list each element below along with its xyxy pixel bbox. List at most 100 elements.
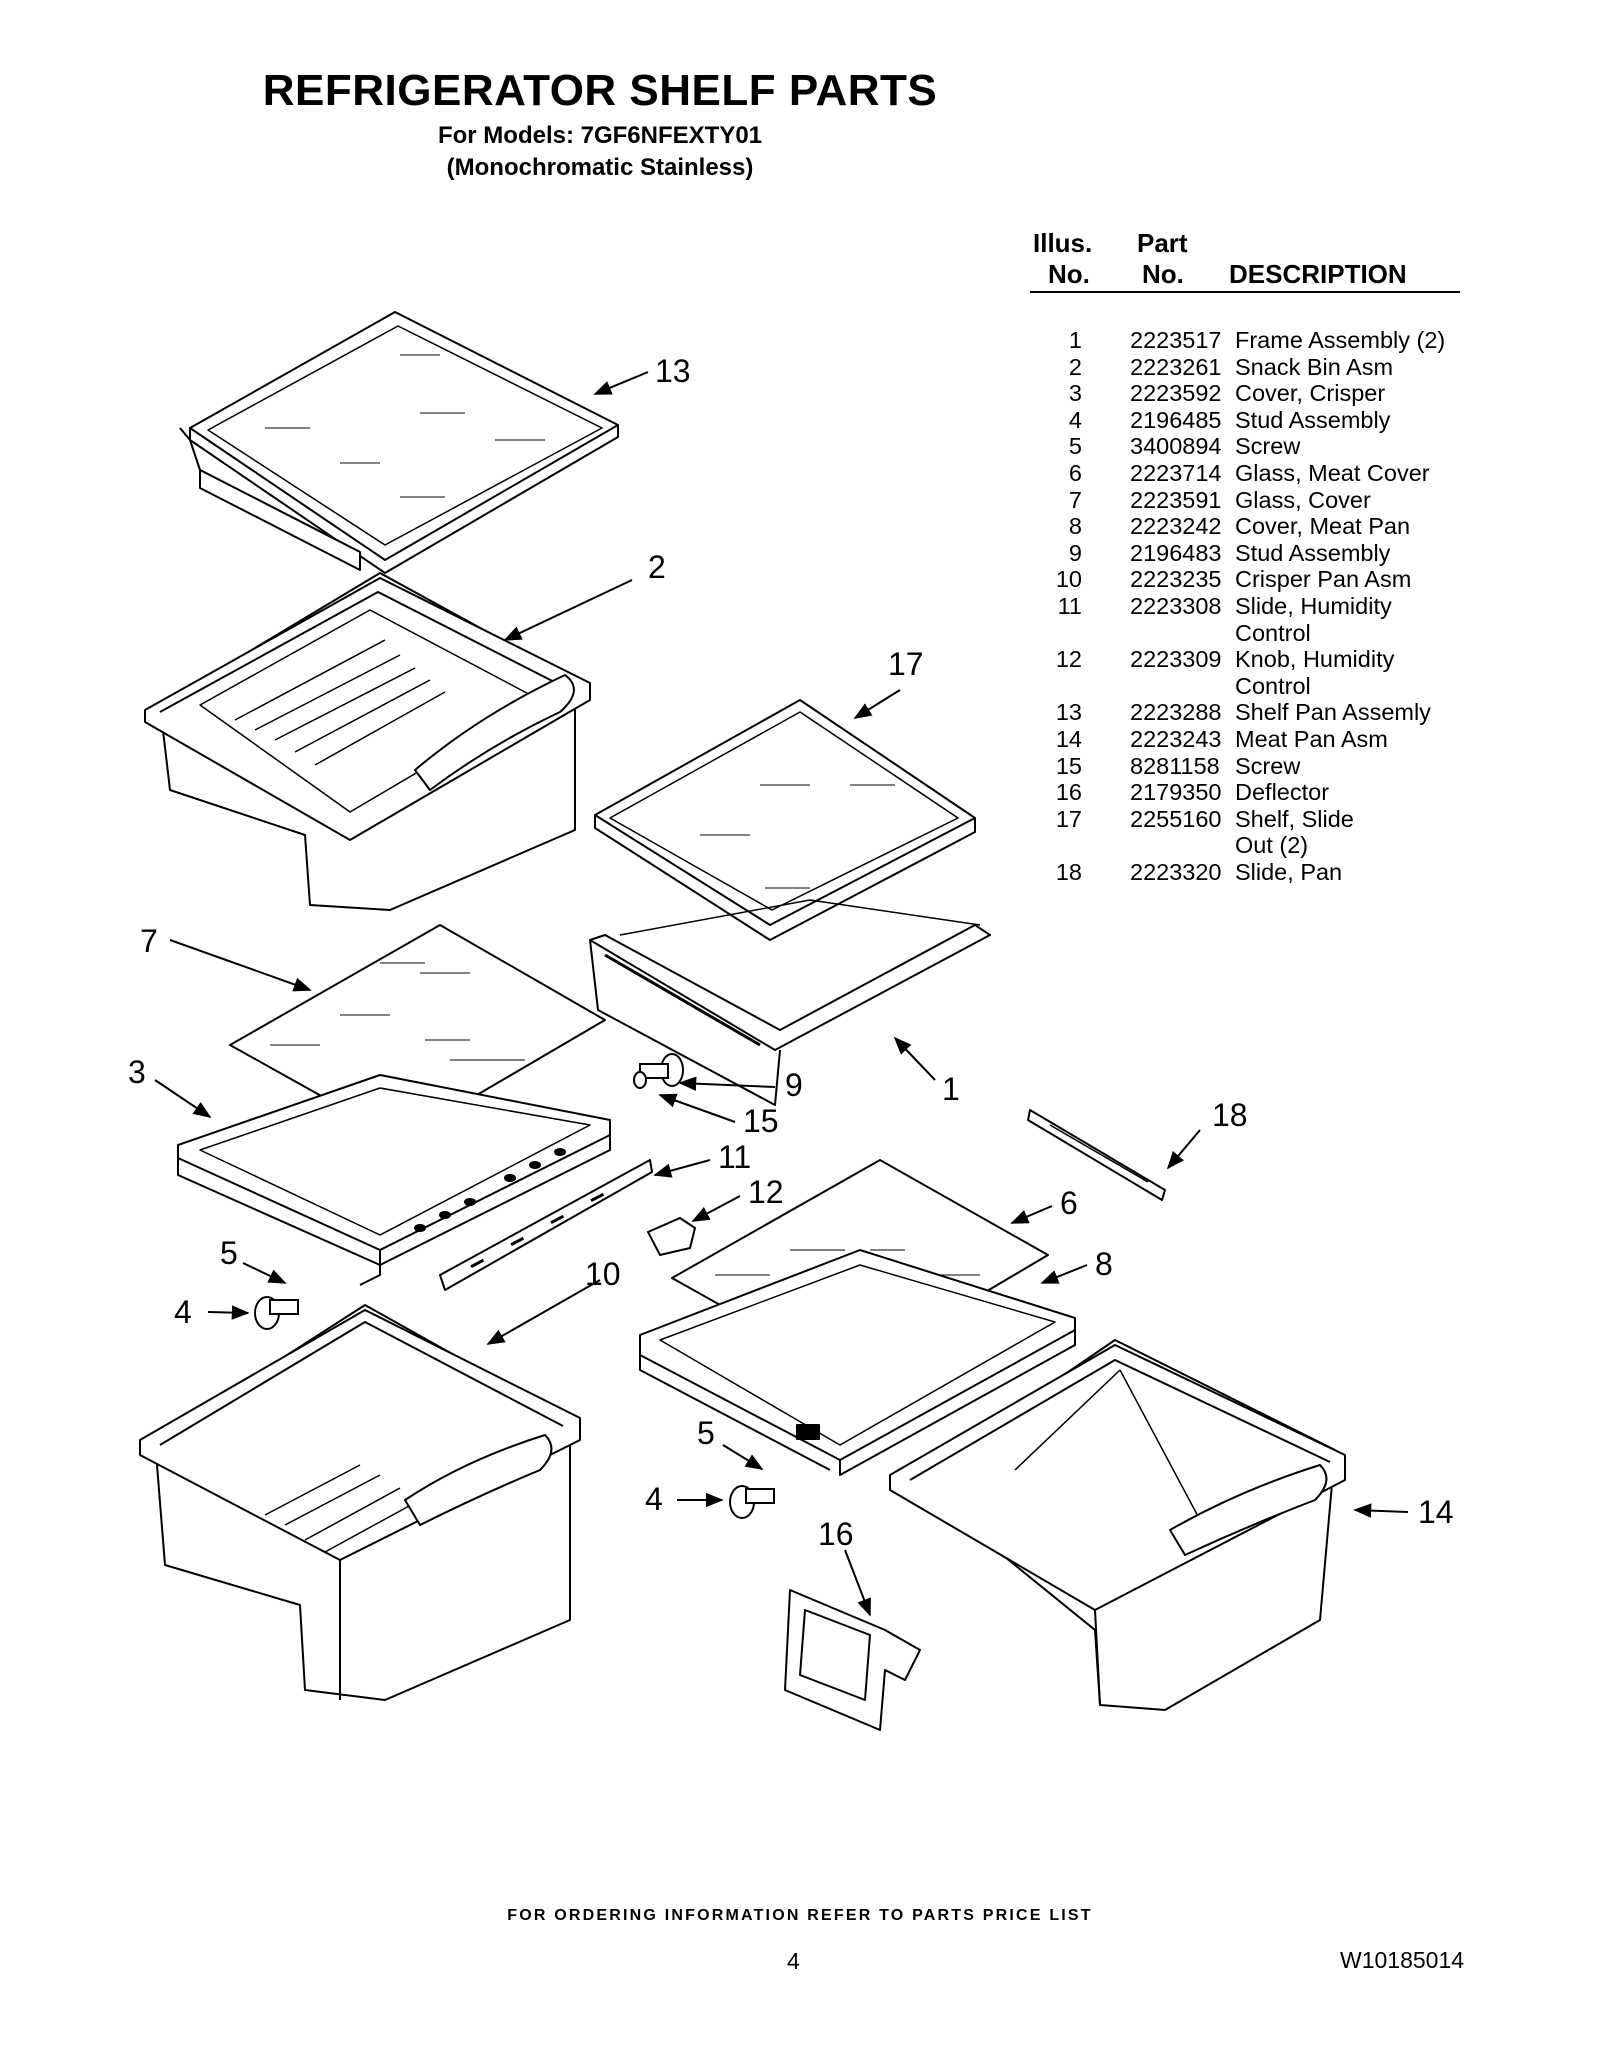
illus-number: 15 <box>1055 752 1082 779</box>
parts-row-continuation: Out (2) <box>1030 832 1470 859</box>
illus-number: 10 <box>1055 566 1082 593</box>
part-number: 2223288 <box>1130 699 1222 726</box>
callout-4-left: 4 <box>174 1294 192 1330</box>
ordering-footer: FOR ORDERING INFORMATION REFER TO PARTS … <box>507 1907 1093 1924</box>
crisper-cover-drawing <box>177 1074 611 1286</box>
part-description: Frame Assembly (2) <box>1235 327 1446 353</box>
part-description: Crisper Pan Asm <box>1235 566 1412 593</box>
callout-14: 14 <box>1418 1494 1454 1530</box>
illus-number: 2 <box>1068 353 1082 380</box>
humidity-knob-drawing <box>646 1216 697 1257</box>
callout-6: 6 <box>1060 1185 1078 1221</box>
part-number: 2223320 <box>1130 858 1222 885</box>
part-number: 2223308 <box>1130 592 1222 619</box>
callout-18: 18 <box>1212 1097 1248 1133</box>
crisper-pan-drawing <box>139 1304 581 1701</box>
page-title: REFRIGERATOR SHELF PARTS <box>262 66 938 115</box>
part-description: Glass, Cover <box>1235 486 1371 513</box>
callout-10: 10 <box>585 1256 621 1292</box>
callout-16: 16 <box>818 1516 854 1552</box>
slide-out-shelf-drawing <box>594 699 976 941</box>
callout-leader-lines <box>154 371 1409 1617</box>
stud-assembly-left-drawing <box>254 1296 299 1330</box>
callout-5-upper: 5 <box>220 1235 238 1271</box>
models-subtitle: For Models: 7GF6NFEXTY01 <box>437 122 763 149</box>
illus-number: 7 <box>1068 486 1082 513</box>
part-description: Screw <box>1235 752 1301 779</box>
part-description: Stud Assembly <box>1235 539 1391 566</box>
meat-pan-cover-drawing <box>639 1249 1076 1476</box>
callout-9: 9 <box>785 1067 803 1103</box>
illus-number: 3 <box>1068 380 1082 407</box>
illus-number: 9 <box>1068 539 1082 566</box>
parts-row: 2 2223261 Snack Bin Asm <box>1030 354 1470 381</box>
callout-8: 8 <box>1095 1246 1113 1282</box>
finish-subtitle: (Monochromatic Stainless) <box>446 154 754 181</box>
illus-number: 17 <box>1055 805 1082 832</box>
illus-number: 8 <box>1068 513 1082 540</box>
header-part-no: No. <box>1142 259 1184 289</box>
header-illus: Illus. <box>1033 228 1093 258</box>
callout-13: 13 <box>655 353 691 389</box>
illus-number: 11 <box>1057 592 1082 619</box>
stud-assembly-right-drawing <box>729 1485 775 1519</box>
part-number: 2196485 <box>1130 406 1222 433</box>
parts-row: 17 2255160 Shelf, Slide <box>1030 806 1470 833</box>
illus-number: 18 <box>1055 858 1082 885</box>
part-number: 3400894 <box>1130 433 1222 460</box>
part-description-continued: Out (2) <box>1235 832 1309 859</box>
header-illus-no: No. <box>1048 259 1090 289</box>
callout-4-right: 4 <box>645 1481 663 1517</box>
parts-row-continuation: Control <box>1030 673 1470 700</box>
part-number: 2255160 <box>1130 805 1222 832</box>
callout-12: 12 <box>748 1174 784 1210</box>
callout-15: 15 <box>743 1103 779 1139</box>
snack-bin-drawing <box>144 572 591 911</box>
part-number: 2223592 <box>1130 380 1222 407</box>
part-description: Shelf Pan Assemly <box>1235 699 1431 726</box>
part-description: Meat Pan Asm <box>1235 725 1388 752</box>
part-number: 2223309 <box>1130 646 1222 673</box>
deflector-drawing <box>784 1589 921 1731</box>
illus-number: 14 <box>1055 725 1082 752</box>
part-description: Shelf, Slide <box>1235 805 1354 832</box>
part-description: Glass, Meat Cover <box>1235 459 1430 486</box>
part-description: Snack Bin Asm <box>1235 353 1394 380</box>
illus-number: 16 <box>1055 779 1082 806</box>
callout-3: 3 <box>128 1054 146 1090</box>
illus-number: 4 <box>1068 406 1082 433</box>
parts-row: 3 2223592 Cover, Crisper <box>1030 380 1470 407</box>
pan-slide-drawing <box>1027 1109 1166 1201</box>
callout-17: 17 <box>888 646 924 682</box>
callout-11: 11 <box>718 1139 751 1175</box>
parts-row: 15 8281158 Screw <box>1030 753 1470 780</box>
part-description: Cover, Crisper <box>1235 380 1386 407</box>
parts-row-continuation: Control <box>1030 620 1470 647</box>
callout-2: 2 <box>648 549 666 585</box>
part-description-continued: Control <box>1235 619 1311 646</box>
part-number: 2223714 <box>1130 459 1222 486</box>
part-description: Stud Assembly <box>1235 406 1391 433</box>
callout-1: 1 <box>942 1071 960 1107</box>
part-description: Slide, Humidity <box>1235 592 1392 619</box>
parts-row: 4 2196485 Stud Assembly <box>1030 407 1470 434</box>
frame-assembly-drawing <box>589 899 991 1106</box>
part-number: 8281158 <box>1130 752 1220 779</box>
stud-assembly-upper-drawing <box>633 1053 684 1089</box>
part-number: 2223261 <box>1130 353 1222 380</box>
part-number: 2223242 <box>1130 513 1222 540</box>
header-part: Part <box>1137 228 1188 258</box>
header-rule <box>1030 291 1460 293</box>
part-number: 2223517 <box>1130 327 1222 353</box>
illus-number: 5 <box>1068 433 1082 460</box>
page-number: 4 <box>787 1948 800 1974</box>
